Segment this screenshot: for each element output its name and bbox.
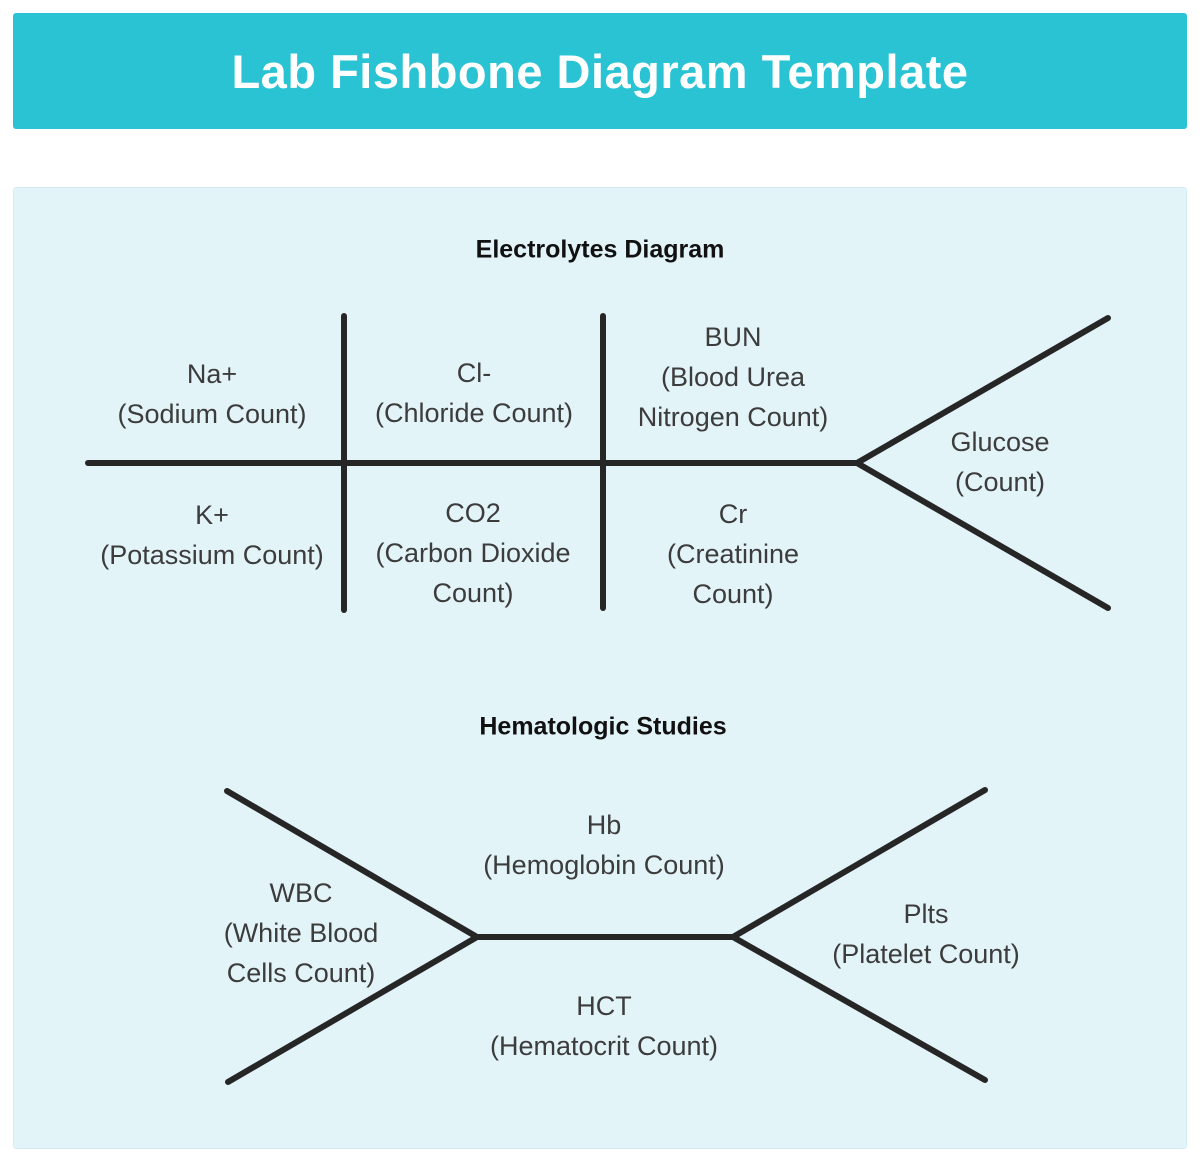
label-sodium-abbr: Na+ <box>186 359 238 389</box>
label-platelets-abbr: Plts <box>903 899 949 929</box>
electrolytes-title: Electrolytes Diagram <box>475 235 725 264</box>
label-bun-full-2: Nitrogen Count) <box>637 402 829 432</box>
label-creatinine: Cr (Creatinine Count) <box>667 494 799 614</box>
label-sodium: Na+ (Sodium Count) <box>117 354 306 434</box>
label-bun: BUN (Blood Urea Nitrogen Count) <box>638 317 829 437</box>
label-hematocrit: HCT (Hematocrit Count) <box>490 986 718 1066</box>
label-bun-abbr: BUN <box>704 322 762 352</box>
label-glucose-abbr: Glucose <box>950 427 1050 457</box>
label-wbc-full-2: Cells Count) <box>226 958 376 988</box>
label-glucose: Glucose (Count) <box>950 422 1049 502</box>
header-banner: Lab Fishbone Diagram Template <box>13 13 1187 129</box>
label-platelets: Plts (Platelet Count) <box>832 894 1020 974</box>
hematologic-title: Hematologic Studies <box>479 712 727 741</box>
page-title: Lab Fishbone Diagram Template <box>231 44 969 98</box>
label-creatinine-full-2: Count) <box>692 579 774 609</box>
label-sodium-full: (Sodium Count) <box>117 399 307 429</box>
label-potassium-abbr: K+ <box>195 500 229 530</box>
label-wbc-abbr: WBC <box>269 878 333 908</box>
label-glucose-full: (Count) <box>954 467 1046 497</box>
label-hemoglobin: Hb (Hemoglobin Count) <box>483 805 725 885</box>
label-potassium-full: (Potassium Count) <box>100 540 324 570</box>
label-hemoglobin-abbr: Hb <box>586 810 622 840</box>
label-hemoglobin-full: (Hemoglobin Count) <box>483 850 725 880</box>
label-hematocrit-abbr: HCT <box>576 991 632 1021</box>
label-chloride-full: (Chloride Count) <box>374 398 574 428</box>
label-co2: CO2 (Carbon Dioxide Count) <box>375 493 570 613</box>
label-wbc: WBC (White Blood Cells Count) <box>224 873 379 993</box>
label-co2-full-1: (Carbon Dioxide <box>375 538 571 568</box>
label-platelets-full: (Platelet Count) <box>832 939 1020 969</box>
label-bun-full-1: (Blood Urea <box>660 362 806 392</box>
label-creatinine-full-1: (Creatinine <box>666 539 800 569</box>
label-potassium: K+ (Potassium Count) <box>100 495 324 575</box>
label-chloride-abbr: Cl- <box>456 358 492 388</box>
label-chloride: Cl- (Chloride Count) <box>375 353 573 433</box>
label-wbc-full-1: (White Blood <box>223 918 379 948</box>
label-co2-full-2: Count) <box>432 578 514 608</box>
label-co2-abbr: CO2 <box>445 498 501 528</box>
label-creatinine-abbr: Cr <box>718 499 748 529</box>
label-hematocrit-full: (Hematocrit Count) <box>489 1031 719 1061</box>
